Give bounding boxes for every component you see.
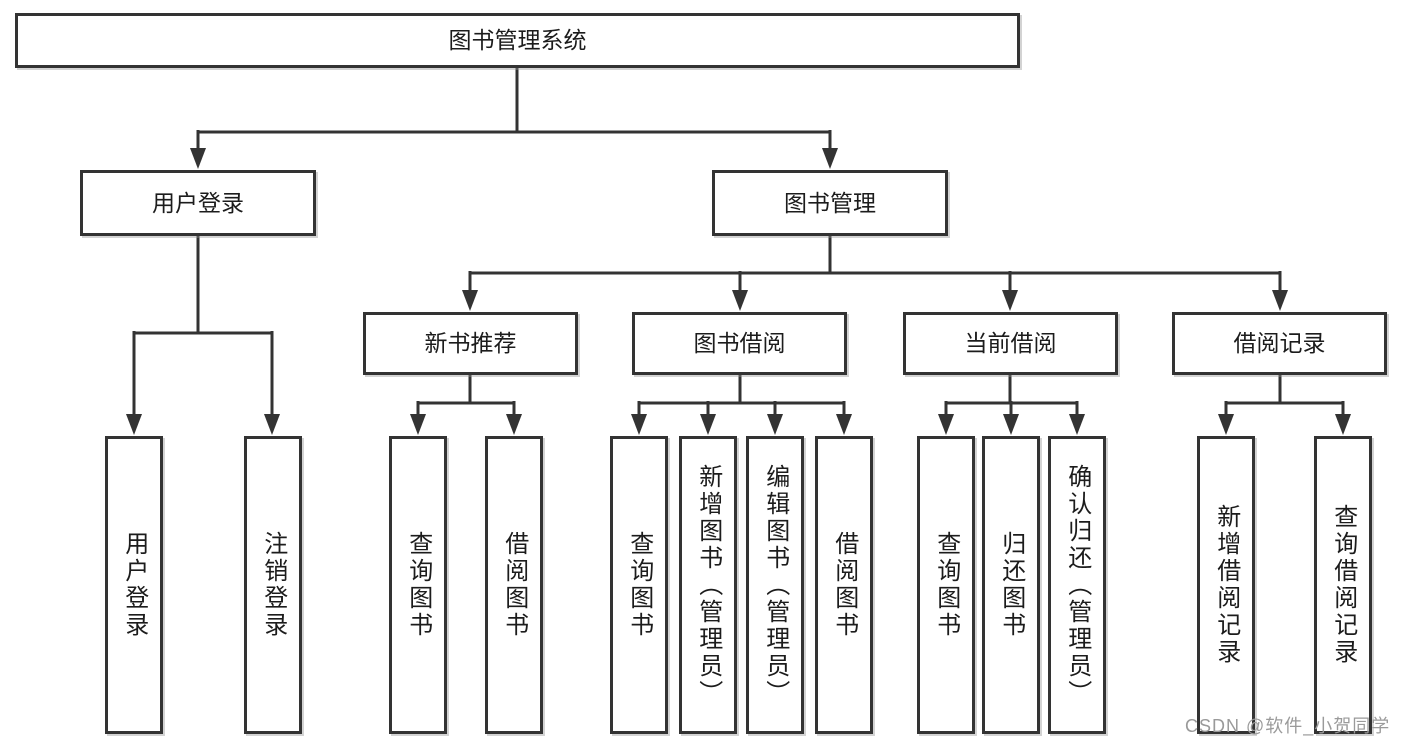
arrow-down-icon (767, 414, 783, 435)
connector-root-to-level2 (196, 68, 832, 150)
leaf-add-books-admin: 新增图书（管理员） (679, 436, 737, 734)
arrow-down-icon (410, 414, 426, 435)
node-new-book-recommend: 新书推荐 (363, 312, 578, 375)
arrow-down-icon (190, 148, 206, 169)
leaf-user-login: 用户登录 (105, 436, 163, 734)
leaf-edit-books-admin: 编辑图书（管理员） (746, 436, 804, 734)
leaf-query-borrow-record: 查询借阅记录 (1314, 436, 1372, 734)
arrow-down-icon (1335, 414, 1351, 435)
csdn-watermark: CSDN @软件_小贺同学 (1185, 716, 1391, 736)
arrow-down-icon (822, 148, 838, 169)
leaf-confirm-return-admin: 确认归还（管理员） (1048, 436, 1106, 734)
arrow-down-icon (1218, 414, 1234, 435)
arrow-down-icon (1002, 290, 1018, 311)
connector-newbook-to-leaves (416, 375, 516, 415)
arrow-down-icon (836, 414, 852, 435)
connector-borrow-to-leaves (637, 375, 846, 415)
arrow-down-icon (264, 414, 280, 435)
node-book-borrowing: 图书借阅 (632, 312, 847, 375)
leaf-borrow-books: 借阅图书 (485, 436, 543, 734)
arrow-down-icon (631, 414, 647, 435)
arrow-down-icon (1069, 414, 1085, 435)
leaf-add-borrow-record: 新增借阅记录 (1197, 436, 1255, 734)
arrow-down-icon (126, 414, 142, 435)
node-current-borrowing: 当前借阅 (903, 312, 1118, 375)
connector-bookmgmt-to-level3 (468, 236, 1282, 291)
leaf-query-books: 查询图书 (389, 436, 447, 734)
connector-current-to-leaves (944, 375, 1079, 415)
leaf-logout: 注销登录 (244, 436, 302, 734)
node-user-login: 用户登录 (80, 170, 316, 236)
connector-record-to-leaves (1224, 375, 1345, 415)
arrow-down-icon (1003, 414, 1019, 435)
arrow-down-icon (1272, 290, 1288, 311)
connector-userlogin-to-leaves (132, 236, 274, 415)
arrow-down-icon (732, 290, 748, 311)
arrow-down-icon (462, 290, 478, 311)
arrow-down-icon (938, 414, 954, 435)
node-book-management: 图书管理 (712, 170, 948, 236)
node-borrowing-records: 借阅记录 (1172, 312, 1387, 375)
leaf-return-books: 归还图书 (982, 436, 1040, 734)
leaf-query-books: 查询图书 (917, 436, 975, 734)
leaf-query-books: 查询图书 (610, 436, 668, 734)
arrow-down-icon (700, 414, 716, 435)
arrow-down-icon (506, 414, 522, 435)
node-root-system: 图书管理系统 (15, 13, 1020, 68)
leaf-borrow-books: 借阅图书 (815, 436, 873, 734)
